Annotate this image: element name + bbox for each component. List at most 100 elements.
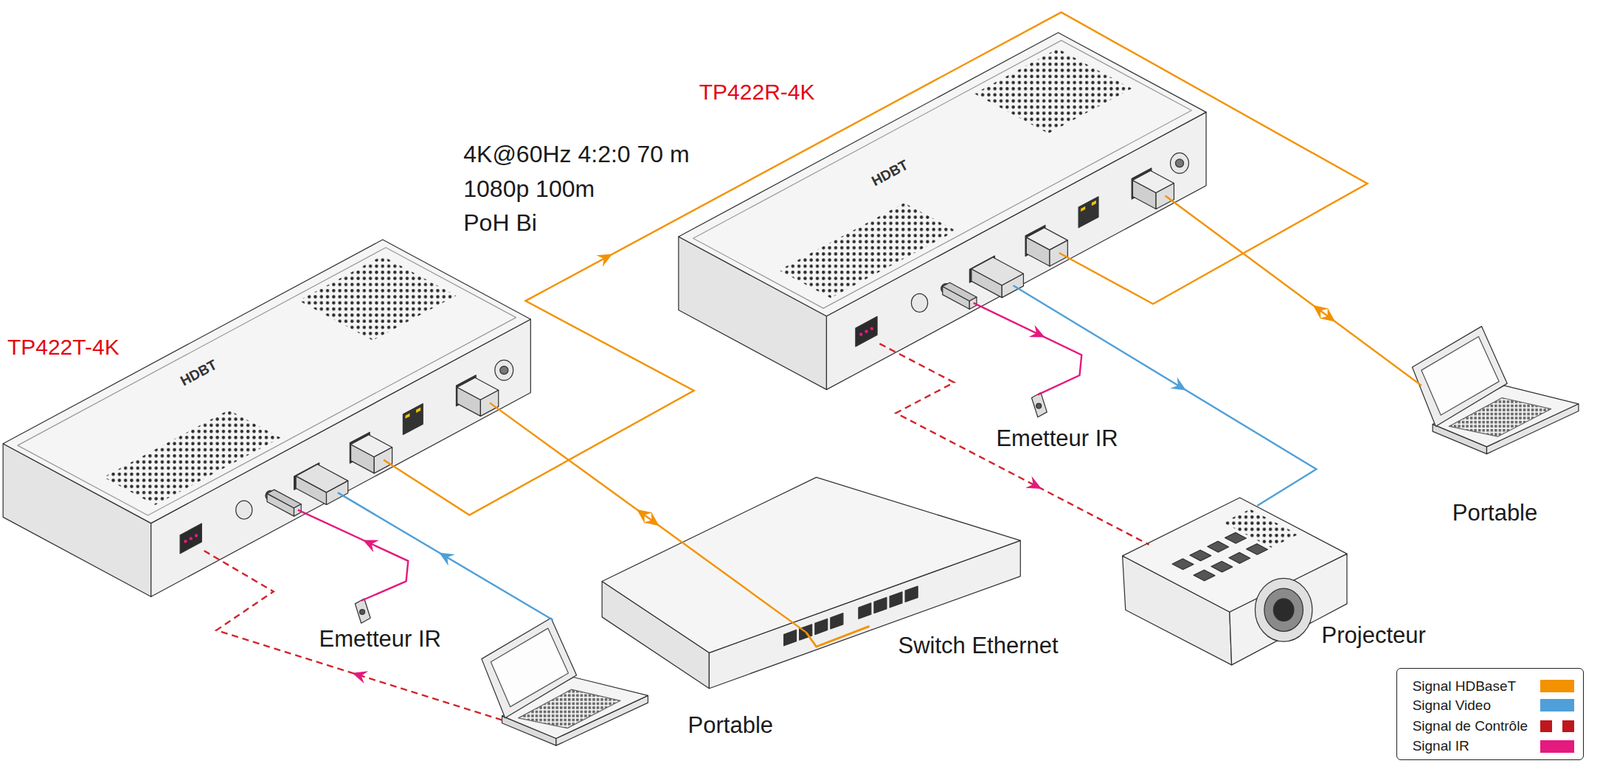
spec-note: 4K@60Hz 4:2:0 70 m	[461, 140, 692, 169]
switch-port	[889, 592, 903, 608]
signal-cable	[383, 12, 1368, 516]
plug-end	[373, 447, 392, 474]
signal-cable	[1013, 285, 1317, 507]
legend-text: Signal IR	[1410, 738, 1472, 755]
signal-cable	[879, 343, 1149, 546]
status-led	[404, 413, 410, 419]
device-top-rim	[17, 247, 517, 516]
vent-grid	[103, 410, 281, 506]
switch-port	[830, 613, 844, 630]
arrowhead	[1029, 325, 1046, 338]
device-top-face	[678, 32, 1207, 317]
arrowhead	[438, 552, 456, 566]
legend-text: Signal de Contrôle	[1410, 718, 1530, 735]
laptop: Portable	[1408, 324, 1582, 535]
vent-grid	[1223, 508, 1299, 548]
vent-grid	[298, 255, 456, 341]
arrowhead	[362, 539, 380, 553]
button	[911, 293, 928, 313]
ir-emitter-led	[359, 610, 366, 616]
rj45-port	[1078, 196, 1099, 228]
arrowhead	[1169, 376, 1187, 391]
device-name: Portable	[686, 712, 776, 740]
signal-cable	[204, 551, 503, 721]
transmitter: TP422T-4K	[2, 239, 531, 599]
dc-jack-pin	[1175, 159, 1184, 168]
spec-note: PoH Bi	[461, 209, 540, 237]
projector-button	[1193, 570, 1215, 582]
projector-button	[1211, 561, 1233, 573]
terminal-pin	[859, 332, 863, 336]
device-name: TP422R-4K	[697, 79, 818, 106]
terminal-pin	[194, 534, 198, 538]
dc-jack	[1170, 152, 1190, 174]
terminal-pin	[870, 326, 874, 330]
legend-text: Signal HDBaseT	[1410, 678, 1519, 695]
device-name: Projecteur	[1319, 622, 1429, 650]
terminal-pin	[189, 537, 193, 540]
device-name: Portable	[1450, 500, 1540, 527]
laptop-screen-frame	[481, 618, 577, 719]
dc-jack	[494, 359, 514, 381]
switch-port	[784, 629, 797, 646]
device-name: Emetteur IR	[317, 626, 444, 653]
laptop-screen	[490, 628, 569, 708]
signal-cable	[298, 510, 408, 602]
lens-ring	[1264, 588, 1304, 632]
ethernet-switch: Switch Ethernet	[601, 477, 1021, 689]
plug-top	[267, 489, 301, 509]
switch-port	[905, 586, 918, 602]
projector-button	[1225, 532, 1247, 544]
laptop-screen-frame	[1411, 326, 1508, 428]
spec-note: 1080p 100m	[461, 175, 597, 203]
projector-button	[1189, 550, 1212, 562]
switch-top	[601, 477, 1021, 653]
device-top-rim	[693, 40, 1193, 309]
plug-end	[480, 390, 498, 417]
button	[236, 500, 253, 520]
ir-emitter-icon	[1031, 393, 1048, 418]
ir-emitter-led	[1036, 403, 1042, 409]
switch-port	[858, 603, 872, 619]
legend-text: Signal Video	[1410, 697, 1494, 715]
vent-grid	[778, 202, 957, 299]
terminal-pin	[864, 329, 868, 333]
dash-sample	[1540, 720, 1553, 733]
status-led	[416, 407, 421, 414]
device-top-face	[2, 239, 531, 524]
arrowhead	[1313, 305, 1329, 320]
projector: Projecteur	[1122, 497, 1347, 666]
signal-cable	[489, 402, 807, 633]
arrowhead	[636, 509, 653, 524]
rj45-port	[402, 404, 423, 436]
laptop-screen	[1421, 336, 1499, 416]
plug-end	[1155, 182, 1174, 209]
receiver: TP422R-4K	[678, 32, 1207, 392]
switch-port	[874, 597, 887, 614]
lens-ring	[1254, 578, 1312, 642]
device-name: TP422T-4K	[5, 334, 122, 361]
legend-swatch	[1540, 699, 1575, 712]
projector-button	[1228, 552, 1251, 564]
legend-swatch	[1540, 680, 1575, 693]
dash-sample	[1562, 720, 1575, 733]
cable-loop	[806, 626, 870, 647]
projector-button	[1207, 541, 1229, 553]
projector-button	[1246, 544, 1269, 556]
signal-cable	[337, 492, 554, 621]
dc-jack-pin	[500, 366, 509, 375]
plug-end	[326, 480, 349, 505]
ir-emitter: Emetteur IR	[985, 393, 1129, 457]
legend-box: Signal HDBaseT Signal VideoSignal de Cont…	[1396, 668, 1584, 760]
vent-grid	[974, 48, 1132, 134]
terminal-block	[179, 523, 202, 554]
plug-end	[1001, 273, 1024, 298]
ir-emitter-icon	[354, 598, 371, 624]
plug-end	[1049, 240, 1068, 267]
arrowhead	[596, 254, 613, 268]
projector-button	[1172, 559, 1194, 571]
device-name: Switch Ethernet	[896, 632, 1061, 660]
laptop: Portable	[479, 616, 650, 748]
